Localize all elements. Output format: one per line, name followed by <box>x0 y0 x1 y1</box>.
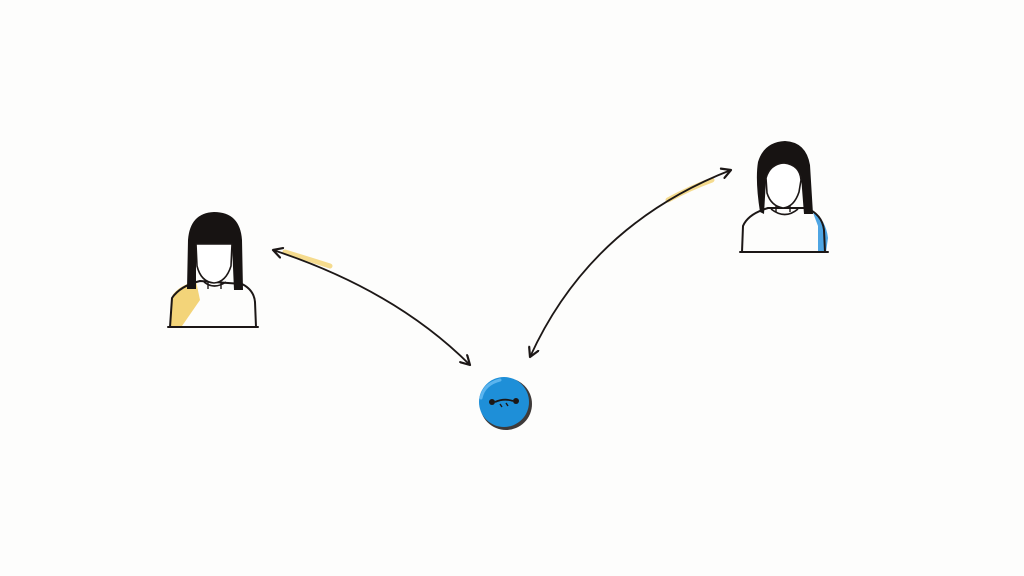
bidirectional-arrow <box>273 250 470 365</box>
person-right-icon <box>739 141 829 253</box>
edge-left-hub <box>273 250 470 365</box>
bidirectional-arrow <box>530 170 731 357</box>
person-left-icon <box>167 212 259 328</box>
edge-right-hub <box>530 170 731 357</box>
chat-hub-icon <box>479 377 532 430</box>
